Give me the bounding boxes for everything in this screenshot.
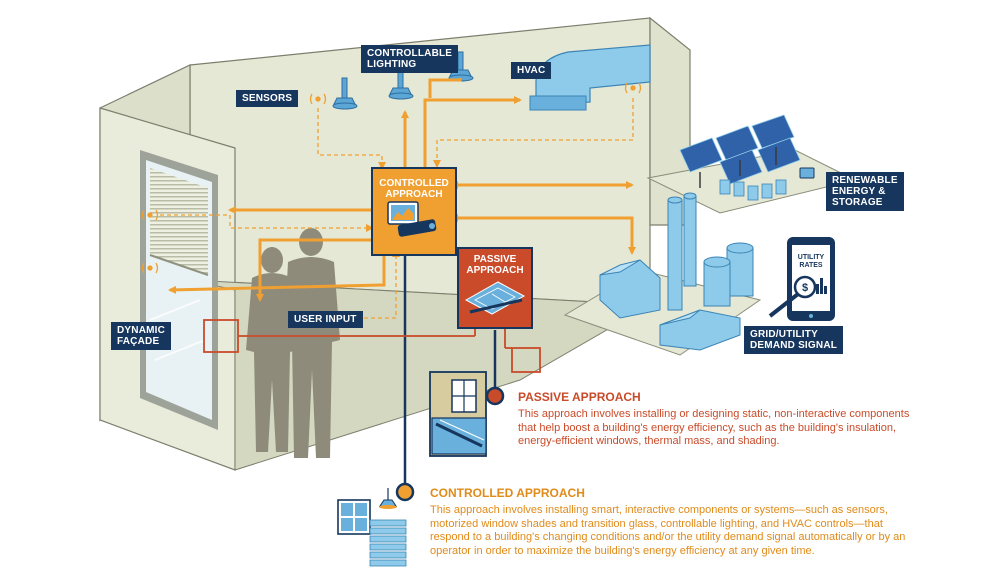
label-renewable-energy: RENEWABLE ENERGY & STORAGE [826, 172, 904, 211]
controlled-window-icon [337, 488, 407, 567]
label-user-input: USER INPUT [288, 311, 363, 328]
label-grid-utility: GRID/UTILITY DEMAND SIGNAL [744, 326, 844, 354]
passive-connectors [203, 319, 541, 373]
label-dynamic-facade: DYNAMIC FAÇADE [111, 322, 172, 350]
utility-power-plant [563, 192, 762, 356]
phone-utility-rates-text: UTILITY RATES [797, 254, 825, 269]
label-hvac: HVAC [511, 62, 552, 79]
navy-connectors [403, 255, 497, 485]
controlled-marker-dot [395, 482, 415, 502]
control-flow-arrows [160, 78, 636, 319]
label-controllable-lighting: CONTROLLABLE LIGHTING [361, 45, 459, 73]
passive-window-icon [429, 371, 487, 457]
controlled-approach-title: CONTROLLED APPROACH [430, 486, 585, 500]
passive-approach-box [457, 247, 533, 329]
passive-approach-box-title: PASSIVE APPROACH [466, 254, 524, 276]
ceiling-lights [332, 51, 474, 110]
controlled-approach-description: This approach involves installing smart,… [430, 504, 906, 557]
controlled-approach-box-title: CONTROLLED APPROACH [379, 178, 449, 200]
passive-approach-description: This approach involves installing or des… [518, 408, 910, 447]
people-silhouette [246, 228, 340, 458]
label-sensors: SENSORS [236, 90, 299, 107]
svg-text:$: $ [802, 282, 808, 294]
sensor-icon [141, 82, 642, 274]
utility-rates-phone: $ [768, 237, 835, 321]
passive-marker-dot [485, 386, 505, 406]
passive-approach-title: PASSIVE APPROACH [518, 390, 641, 404]
hvac-duct [529, 44, 651, 111]
renewable-energy [646, 114, 857, 214]
controlled-approach-box [371, 167, 457, 256]
